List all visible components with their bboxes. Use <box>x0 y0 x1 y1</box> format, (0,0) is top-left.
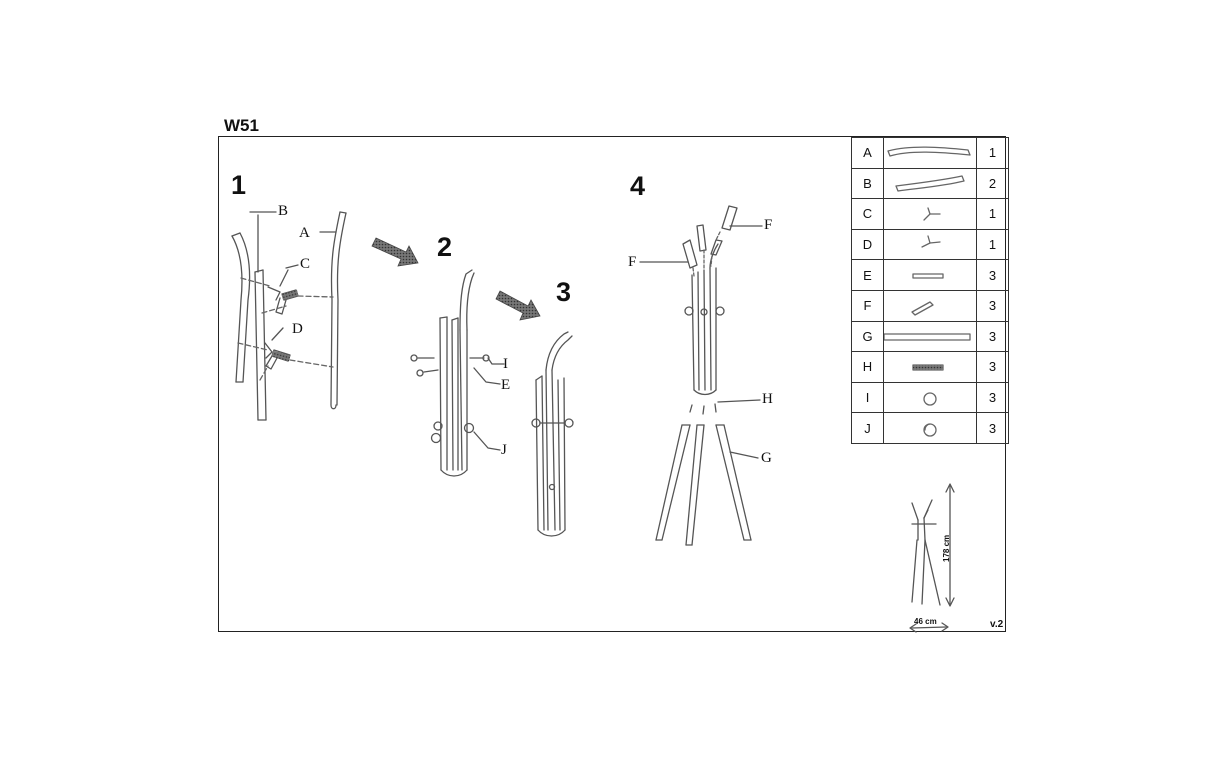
part-thumbnail-cell <box>883 320 977 353</box>
part-letter: E <box>851 259 884 291</box>
step4-parts <box>639 205 763 546</box>
callout-e: E <box>501 377 511 393</box>
callout-a: A <box>299 225 310 241</box>
part-qty: 3 <box>976 320 1009 353</box>
step-number-4: 4 <box>630 171 646 201</box>
part-qty: 3 <box>976 351 1009 383</box>
step-number-2: 2 <box>437 232 453 262</box>
part-thumbnail-cell <box>883 167 977 200</box>
model-title: W51 <box>224 116 259 135</box>
part-thumbnail-cell <box>883 228 977 261</box>
callout-f-right: F <box>764 217 773 233</box>
dimension-figure <box>909 483 955 633</box>
part-thumbnail-cell <box>883 412 977 444</box>
part-qty: 3 <box>976 381 1009 414</box>
part-letter: G <box>851 320 884 353</box>
part-qty: 3 <box>976 259 1009 291</box>
version-label: v.2 <box>990 619 1004 630</box>
dimension-width: 46 cm <box>914 617 937 626</box>
part-letter: D <box>851 228 884 261</box>
callout-i: I <box>503 356 508 372</box>
part-letter: J <box>851 412 884 444</box>
callout-c: C <box>300 256 311 272</box>
callout-f-left: F <box>628 254 637 270</box>
part-qty: 1 <box>976 137 1009 169</box>
part-thumbnail-cell <box>883 381 977 414</box>
step1-parts <box>231 211 347 421</box>
part-thumbnail-cell <box>883 289 977 322</box>
part-qty: 3 <box>976 289 1009 322</box>
part-qty: 2 <box>976 167 1009 200</box>
part-qty: 3 <box>976 412 1009 444</box>
part-thumbnail-cell <box>883 137 977 169</box>
arrow-1-to-2 <box>371 237 419 267</box>
part-qty: 1 <box>976 228 1009 261</box>
part-letter: A <box>851 137 884 169</box>
step3-parts <box>531 331 574 537</box>
part-letter: H <box>851 351 884 383</box>
step-number-3: 3 <box>556 277 572 307</box>
callout-d: D <box>292 321 303 337</box>
callout-b: B <box>278 203 289 219</box>
part-thumbnail-cell <box>883 259 977 291</box>
part-letter: C <box>851 198 884 230</box>
callout-j: J <box>501 442 507 458</box>
part-thumbnail-cell <box>883 351 977 383</box>
part-qty: 1 <box>976 198 1009 230</box>
part-thumbnail-cell <box>883 198 977 230</box>
step1-dashes <box>237 277 334 381</box>
part-letter: I <box>851 381 884 414</box>
dimension-height: 178 cm <box>942 534 951 562</box>
step-number-1: 1 <box>231 170 247 200</box>
part-letter: B <box>851 167 884 200</box>
callout-g: G <box>761 450 772 466</box>
step4-dashes <box>692 231 721 277</box>
step2-parts <box>410 269 505 477</box>
callout-h: H <box>762 391 773 407</box>
part-letter: F <box>851 289 884 322</box>
arrow-2-to-3 <box>495 290 541 321</box>
